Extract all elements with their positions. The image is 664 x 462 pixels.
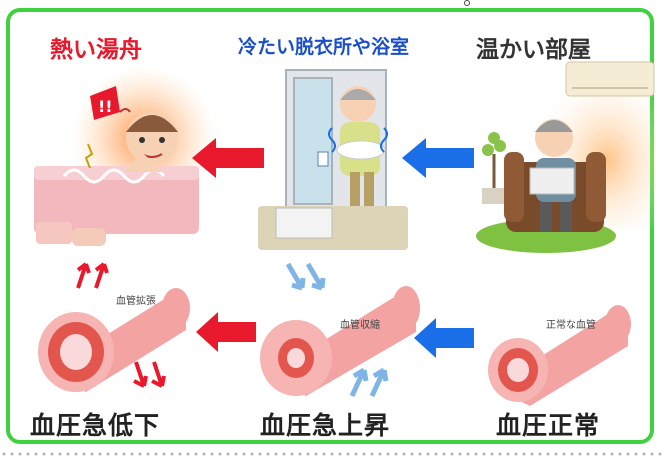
bp-normal-label: 血圧正常 [496, 411, 601, 440]
changing-room-title: 冷たい脱衣所や浴室 [238, 36, 410, 58]
warm-room-illustration [476, 61, 656, 253]
arrow-normal-to-constricted [414, 318, 474, 358]
warm-room-title: 温かい部屋 [476, 37, 591, 63]
dilated-down-arrows [133, 361, 166, 388]
bath-title: 熱い湯舟 [50, 37, 142, 63]
arrow-constricted-to-dilated [196, 312, 256, 352]
arrow-cold-to-hot [192, 138, 264, 178]
dilated-up-arrows [76, 262, 109, 289]
constricted-vessel: 血管収縮 [260, 286, 420, 396]
dilated-vessel-label: 血管拡張 [116, 294, 156, 307]
arrow-warm-to-cold [402, 138, 474, 178]
constricted-vessel-label: 血管収縮 [340, 318, 380, 331]
normal-vessel-label: 正常な血管 [546, 318, 596, 331]
constricted-down-arrows [285, 262, 326, 291]
bp-rise-label: 血圧急上昇 [260, 411, 391, 440]
dilated-vessel: 血管拡張 [38, 288, 190, 392]
constricted-up-arrows [349, 367, 389, 398]
dotted-border [0, 452, 664, 456]
svg-text:!!: !! [98, 97, 113, 116]
hot-bath-illustration: !! [34, 66, 216, 246]
cold-changing-room-illustration [258, 69, 408, 250]
top-dot [464, 0, 470, 6]
bp-drop-label: 血圧急低下 [30, 411, 161, 440]
normal-vessel: 正常な血管 [488, 305, 631, 406]
